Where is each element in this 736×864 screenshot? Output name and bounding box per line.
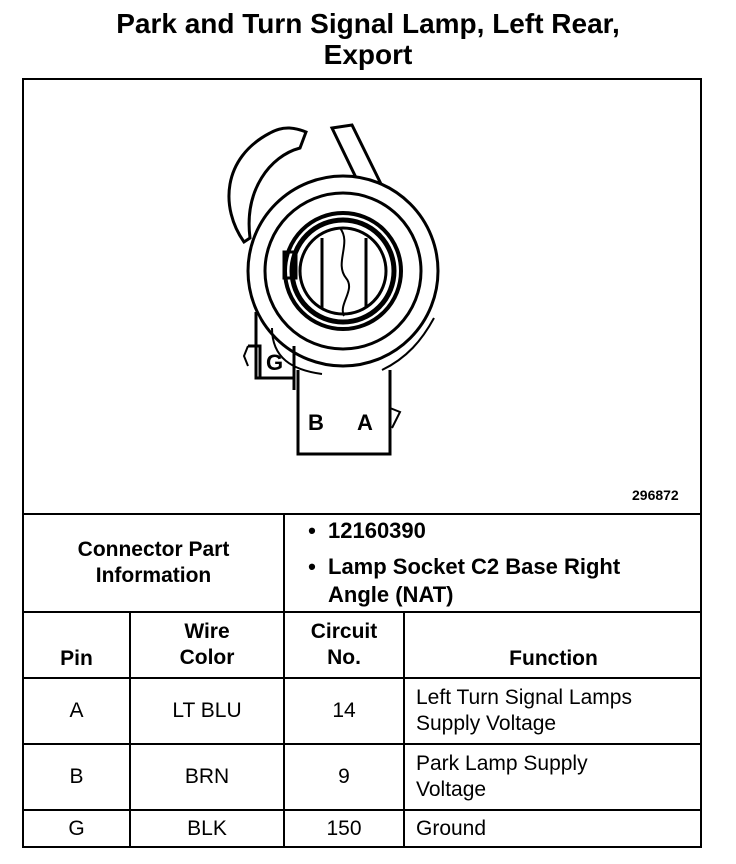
socket-base-join: [271, 317, 435, 375]
pin-label-g: G: [266, 350, 283, 375]
connector-info-item: • Lamp Socket C2 Base Right Angle (NAT): [300, 553, 700, 609]
g-terminal-housing: [248, 344, 296, 380]
connector-description-line-2: Angle (NAT): [328, 582, 454, 607]
figure-number: 296872: [632, 487, 679, 503]
connector-info-label-line-2: Information: [95, 564, 212, 587]
divider-col-circuit: [403, 611, 405, 848]
table-row-g-wire-color: BLK: [187, 817, 227, 840]
connector-part-number: 12160390: [328, 518, 426, 543]
socket-ring-4: [289, 217, 397, 325]
socket-slot: [339, 227, 351, 317]
pin-label-b: B: [308, 410, 324, 435]
a-terminal-nub: [389, 407, 402, 429]
connector-info-item: • 12160390: [300, 517, 700, 545]
table-row-b-pin: B: [69, 765, 84, 788]
latch-arm: [227, 126, 308, 245]
page-title: Park and Turn Signal Lamp, Left Rear, Ex…: [0, 8, 736, 70]
document-frame: [22, 78, 702, 848]
connector-info-label-line-1: Connector Part: [77, 538, 230, 561]
socket-contact: [320, 238, 368, 308]
connector-description-line-1: Lamp Socket C2 Base Right: [328, 554, 621, 579]
socket-key: [282, 250, 298, 280]
bullet-icon: •: [308, 518, 316, 543]
divider-col-wire: [283, 611, 285, 848]
connector-drawing: G B A: [227, 123, 440, 456]
divider-row-b: [22, 809, 702, 811]
divider-connector-info: [283, 513, 285, 613]
table-row-a-function: Left Turn Signal Lamps Supply Voltage: [416, 686, 632, 735]
ab-terminal-housing: [296, 370, 392, 456]
title-line-1: Park and Turn Signal Lamp, Left Rear,: [116, 8, 620, 39]
title-line-2: Export: [323, 39, 413, 70]
divider-drawing-table: [22, 513, 702, 515]
table-row-b-circuit: 9: [338, 765, 350, 788]
connector-info-label: Connector Part Information: [24, 515, 283, 611]
socket-ring-2: [263, 191, 423, 351]
table-row-g-circuit: 150: [326, 817, 362, 840]
header-circuit-no: Circuit No.: [310, 620, 378, 669]
header-function: Function: [509, 647, 598, 670]
g-terminal-nub: [242, 345, 249, 367]
divider-row-a: [22, 743, 702, 745]
pin-label-a: A: [357, 410, 373, 435]
table-row-a-wire-color: LT BLU: [172, 699, 242, 722]
table-row-b-function: Park Lamp Supply Voltage: [416, 752, 588, 801]
table-row-a-circuit: 14: [332, 699, 356, 722]
divider-header-rows: [22, 677, 702, 679]
table-row-a-pin: A: [69, 699, 84, 722]
table-row-g-pin: G: [68, 817, 85, 840]
bullet-icon: •: [308, 554, 316, 579]
table-row-b-wire-color: BRN: [184, 765, 230, 788]
divider-connector-header: [22, 611, 702, 613]
table-row-g-function: Ground: [416, 817, 487, 840]
header-wire-color: Wire Color: [179, 620, 235, 669]
divider-col-pin: [129, 611, 131, 848]
header-pin: Pin: [60, 647, 93, 670]
connector-info-list: • 12160390 • Lamp Socket C2 Base Right A…: [300, 517, 700, 609]
